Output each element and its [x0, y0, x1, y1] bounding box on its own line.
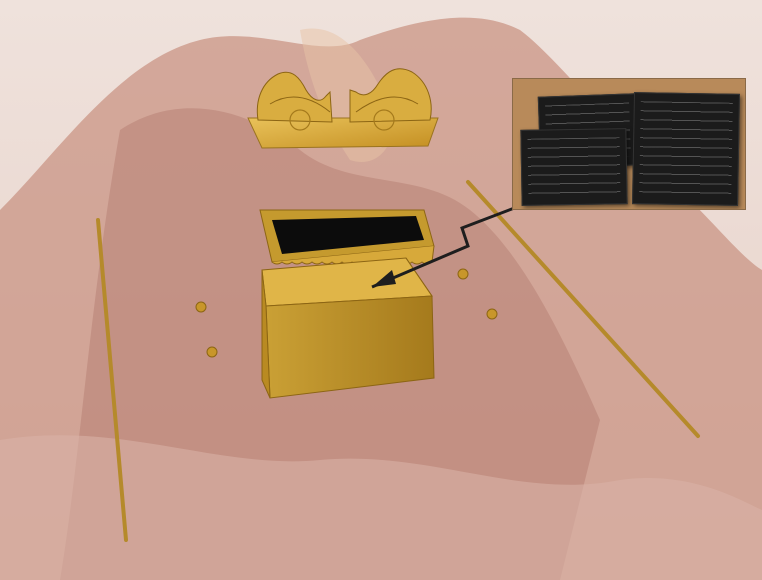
gold-ring [458, 269, 468, 279]
stone-tablet-left-front [520, 128, 627, 206]
stone-tablet-right [632, 92, 740, 206]
stone-tablets-photo-inset [512, 78, 746, 210]
gold-ring [207, 347, 217, 357]
ark-lid [260, 210, 434, 264]
gold-ring [196, 302, 206, 312]
ark-box [262, 258, 434, 398]
gold-ring [487, 309, 497, 319]
